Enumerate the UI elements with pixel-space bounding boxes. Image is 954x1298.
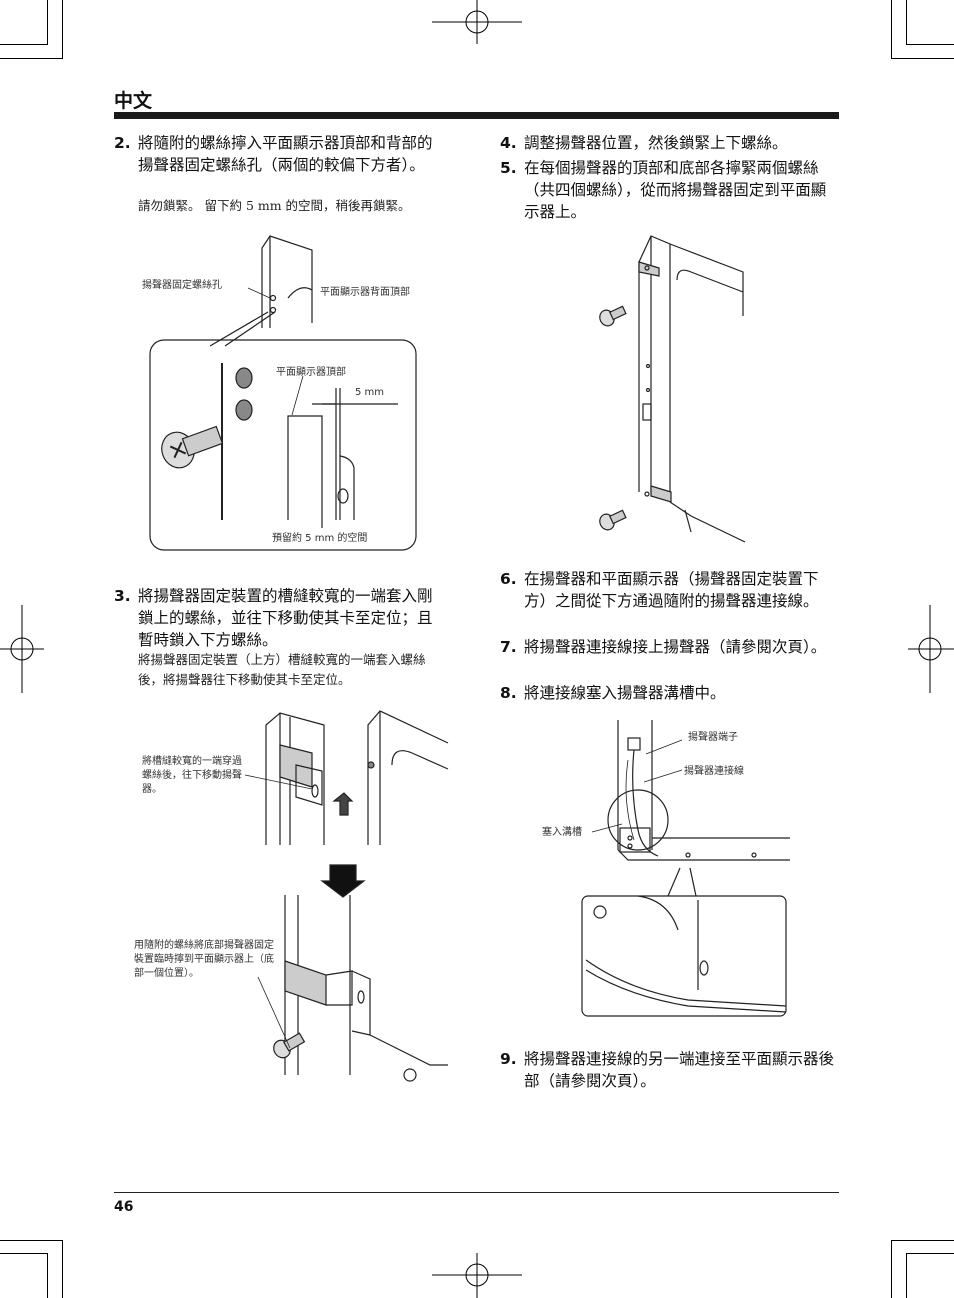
step-4: 4. 調整揚聲器位置，然後鎖緊上下螺絲。 <box>500 132 840 154</box>
step-6: 6. 在揚聲器和平面顯示器（揚聲器固定裝置下方）之間從下方通過隨附的揚聲器連接線… <box>500 568 840 612</box>
step-text: 將連接線塞入揚聲器溝槽中。 <box>524 684 726 702</box>
step-text: 將揚聲器連接線接上揚聲器（請參閱次頁）。 <box>524 638 827 656</box>
figure-1-screw-hole <box>149 235 417 551</box>
screw-hole-label: 揚聲器固定螺絲孔 <box>142 280 222 291</box>
step-number: 7. <box>500 638 517 656</box>
step-7: 7. 將揚聲器連接線接上揚聲器（請參閱次頁）。 <box>500 636 840 658</box>
step-number: 3. <box>114 587 131 605</box>
step-9: 9. 將揚聲器連接線的另一端連接至平面顯示器後部（請參閱次頁）。 <box>500 1048 840 1092</box>
step-text: 在每個揚聲器的頂部和底部各擰緊兩個螺絲（共四個螺絲），從而將揚聲器固定到平面顯示… <box>524 159 827 221</box>
gap-label: 5 mm <box>355 387 385 398</box>
step-text: 將揚聲器連接線的另一端連接至平面顯示器後部（請參閱次頁）。 <box>524 1050 835 1090</box>
step-number: 5. <box>500 159 517 177</box>
step-number: 6. <box>500 570 517 588</box>
step-2-note: 請勿鎖緊。 留下約 5 mm 的空間，稍後再鎖緊。 <box>138 198 411 213</box>
section-title: 中文 <box>114 90 153 112</box>
step-number: 4. <box>500 134 517 152</box>
step-number: 2. <box>114 134 131 152</box>
figure-4-cable-groove <box>581 720 790 1017</box>
header-bar <box>114 112 839 119</box>
display-back-top-label: 平面顯示器背面頂部 <box>320 287 410 298</box>
step-8: 8. 將連接線塞入揚聲器溝槽中。 <box>500 682 840 704</box>
figure-3-tighten-screws <box>599 235 746 543</box>
slot-instruction-label: 將槽縫較寬的一端穿過螺絲後，往下移動揚聲器。 <box>142 756 242 795</box>
bottom-screw-label: 用隨附的螺絲將底部揚聲器固定裝置臨時擰到平面顯示器上（底部一個位置）。 <box>134 940 274 979</box>
step-number: 9. <box>500 1050 517 1068</box>
step-text: 將隨附的螺絲擰入平面顯示器頂部和背部的揚聲器固定螺絲孔（兩個的較偏下方者）。 <box>138 134 433 174</box>
footer-rule <box>114 1192 839 1193</box>
groove-label: 塞入溝槽 <box>542 827 582 838</box>
space-label: 預留約 5 mm 的空間 <box>272 533 368 544</box>
speaker-terminal-label: 揚聲器端子 <box>688 732 738 743</box>
speaker-cable-label: 揚聲器連接線 <box>684 766 744 777</box>
step-text: 調整揚聲器位置，然後鎖緊上下螺絲。 <box>524 134 788 152</box>
step-3: 3. 將揚聲器固定裝置的槽縫較寬的一端套入剛鎖上的螺絲，並往下移動使其卡至定位；… <box>114 585 444 651</box>
step-5: 5. 在每個揚聲器的頂部和底部各擰緊兩個螺絲（共四個螺絲），從而將揚聲器固定到平… <box>500 157 840 223</box>
step-3-note: 將揚聲器固定裝置（上方）槽縫較寬的一端套入螺絲後，將揚聲器往下移動使其卡至定位。 <box>138 652 426 687</box>
figure-2-mount-bracket <box>244 710 449 1082</box>
step-2: 2. 將隨附的螺絲擰入平面顯示器頂部和背部的揚聲器固定螺絲孔（兩個的較偏下方者）… <box>114 132 444 176</box>
page-number: 46 <box>114 1199 134 1215</box>
step-number: 8. <box>500 684 517 702</box>
step-text: 將揚聲器固定裝置的槽縫較寬的一端套入剛鎖上的螺絲，並往下移動使其卡至定位；且暫時… <box>138 587 433 649</box>
step-text: 在揚聲器和平面顯示器（揚聲器固定裝置下方）之間從下方通過隨附的揚聲器連接線。 <box>524 570 819 610</box>
display-top-label: 平面顯示器頂部 <box>276 367 346 378</box>
